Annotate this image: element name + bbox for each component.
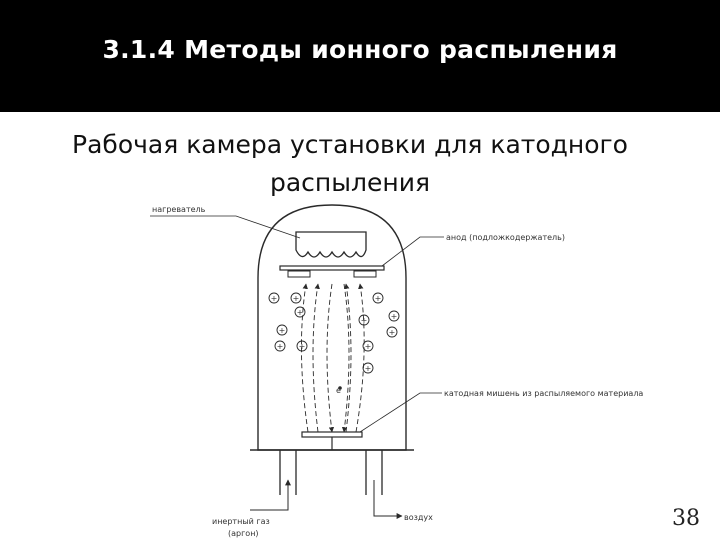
ion-symbol: + xyxy=(375,294,382,303)
cathode-leader xyxy=(359,392,442,433)
title-bar: 3.1.4 Методы ионного распыления xyxy=(0,0,720,112)
ion-markers: + + + + + + + + + + + + xyxy=(268,292,400,374)
ion-symbol: + xyxy=(293,294,300,303)
air-label: воздух xyxy=(404,513,433,522)
ion-symbol: + xyxy=(271,294,278,303)
ion-symbol: + xyxy=(299,342,306,351)
page-number: 38 xyxy=(672,506,700,531)
anode-plate xyxy=(279,265,385,271)
electron-marker xyxy=(338,386,342,390)
ion-symbol: + xyxy=(361,316,368,325)
cathode-target xyxy=(301,431,363,438)
air-outlet-arrow xyxy=(373,480,403,519)
ion-symbol: + xyxy=(297,308,304,317)
chamber-wall xyxy=(257,204,407,451)
heater-label: нагреватель xyxy=(152,205,206,214)
cathode-label: катодная мишень из распыляемого материал… xyxy=(444,389,643,398)
ion-symbol: + xyxy=(391,312,398,321)
substrate-left xyxy=(287,270,311,278)
anode-leader xyxy=(381,236,444,267)
ion-symbol: + xyxy=(365,342,372,351)
ion-symbol: + xyxy=(389,328,396,337)
gas-tubes xyxy=(279,450,383,495)
inert-gas-label: инертный газ xyxy=(212,517,270,526)
sputter-flow-lines xyxy=(301,283,365,433)
anode-label: анод (подложкодержатель) xyxy=(446,233,565,242)
electron-label: e xyxy=(336,386,341,395)
substrate-right xyxy=(353,270,377,278)
slide-title: 3.1.4 Методы ионного распыления xyxy=(102,34,618,64)
inert-gas-label-2: (аргон) xyxy=(228,529,259,538)
heater-coil xyxy=(295,231,367,258)
ion-symbol: + xyxy=(277,342,284,351)
slide-subtitle: Рабочая камера установки для катодного р… xyxy=(72,130,628,197)
ion-symbol: + xyxy=(279,326,286,335)
inert-gas-arrow xyxy=(250,479,291,511)
heater-leader xyxy=(150,215,301,239)
ion-symbol: + xyxy=(365,364,372,373)
